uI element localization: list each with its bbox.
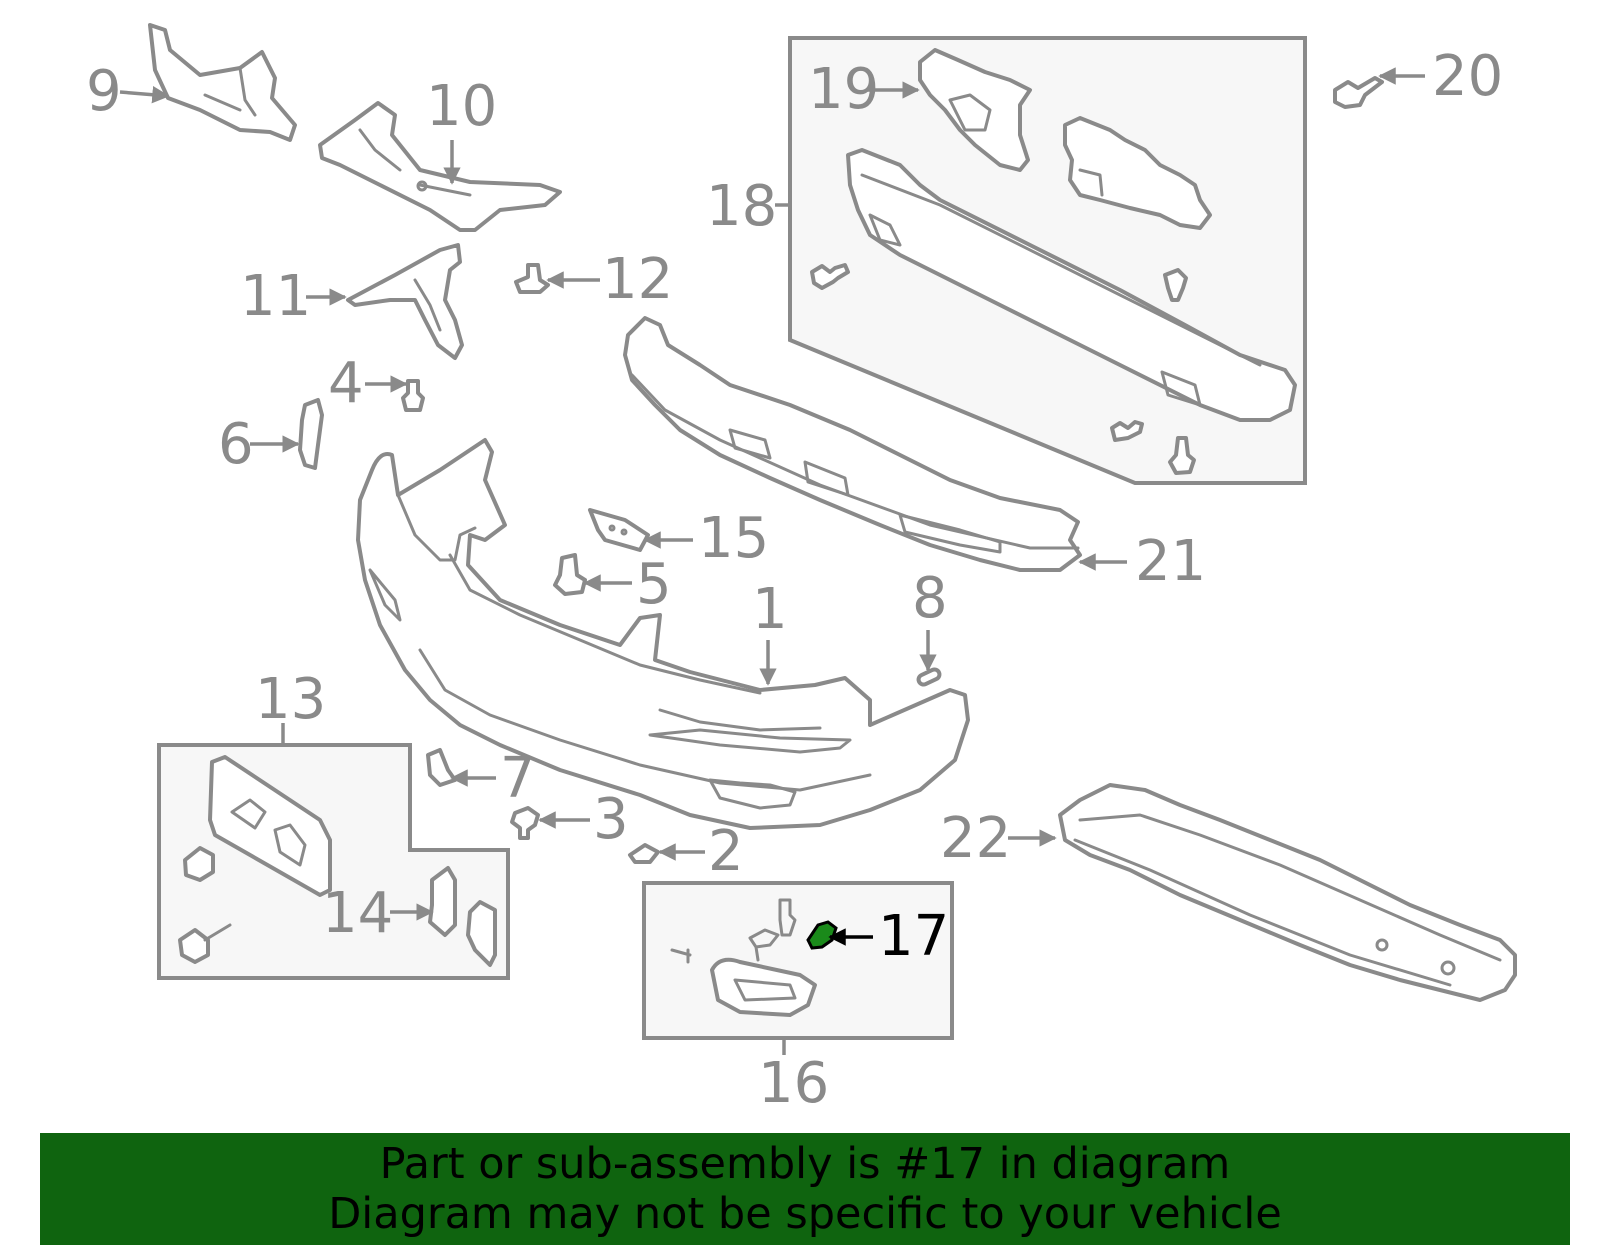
part-3-clip[interactable] [510, 806, 540, 840]
callout-4: 4 [328, 351, 364, 416]
callout-12: 12 [602, 247, 673, 312]
callout-2: 2 [708, 819, 744, 884]
part-7-clip[interactable] [426, 748, 457, 787]
callout-7: 7 [500, 746, 536, 811]
callout-14: 14 [322, 881, 393, 946]
banner-line-1: Part or sub-assembly is #17 in diagram [379, 1139, 1231, 1189]
callout-11: 11 [240, 264, 311, 329]
part-18-bumper-reinforcement[interactable] [846, 148, 1297, 422]
part-18-bolt-a[interactable] [810, 263, 850, 290]
callout-1: 1 [752, 577, 788, 642]
part-13-bolt[interactable] [178, 928, 210, 964]
info-banner: Part or sub-assembly is #17 in diagram D… [40, 1133, 1570, 1245]
part-10-bracket[interactable] [318, 101, 562, 232]
part-6-bracket[interactable] [298, 398, 324, 470]
part-19-bracket[interactable] [918, 48, 1032, 172]
callout-17: 17 [878, 904, 949, 969]
part-15-bracket[interactable] [588, 508, 650, 552]
callout-10: 10 [426, 74, 497, 139]
callout-9: 9 [86, 59, 122, 124]
callout-18: 18 [706, 174, 777, 239]
part-22-under-cover[interactable] [1058, 783, 1517, 1002]
part-11-bracket[interactable] [346, 243, 464, 360]
part-5-fastener[interactable] [553, 553, 587, 596]
part-2-nut[interactable] [628, 843, 660, 864]
callout-15: 15 [698, 506, 769, 571]
banner-line-2: Diagram may not be specific to your vehi… [328, 1189, 1282, 1239]
callout-19: 19 [808, 57, 879, 122]
part-20-bolt[interactable] [1333, 76, 1384, 109]
part-1-bumper-cover[interactable] [356, 438, 970, 830]
callout-20: 20 [1432, 44, 1503, 109]
part-13-clip[interactable] [183, 846, 215, 882]
part-4-bolt[interactable] [401, 379, 425, 412]
part-8-clip[interactable] [916, 667, 942, 687]
callout-22: 22 [940, 806, 1011, 871]
callout-8: 8 [912, 566, 948, 631]
part-18-stud[interactable] [1168, 436, 1196, 475]
callout-3: 3 [593, 787, 629, 852]
part-16-fog-lamp-bezel[interactable] [710, 957, 817, 1017]
part-12-clip[interactable] [514, 263, 550, 294]
callout-16: 16 [758, 1051, 829, 1116]
part-14-bracket-a[interactable] [428, 866, 457, 937]
callout-5: 5 [636, 552, 672, 617]
part-9-bracket[interactable] [148, 23, 297, 142]
callout-6: 6 [218, 412, 254, 477]
callout-21: 21 [1135, 529, 1206, 594]
part-18-nut-a[interactable] [1163, 268, 1188, 302]
part-14-bracket-b[interactable] [466, 900, 497, 967]
part-19-bracket-b[interactable] [1063, 116, 1212, 230]
callout-13: 13 [255, 667, 326, 732]
part-18-bolt-b[interactable] [1110, 420, 1144, 442]
